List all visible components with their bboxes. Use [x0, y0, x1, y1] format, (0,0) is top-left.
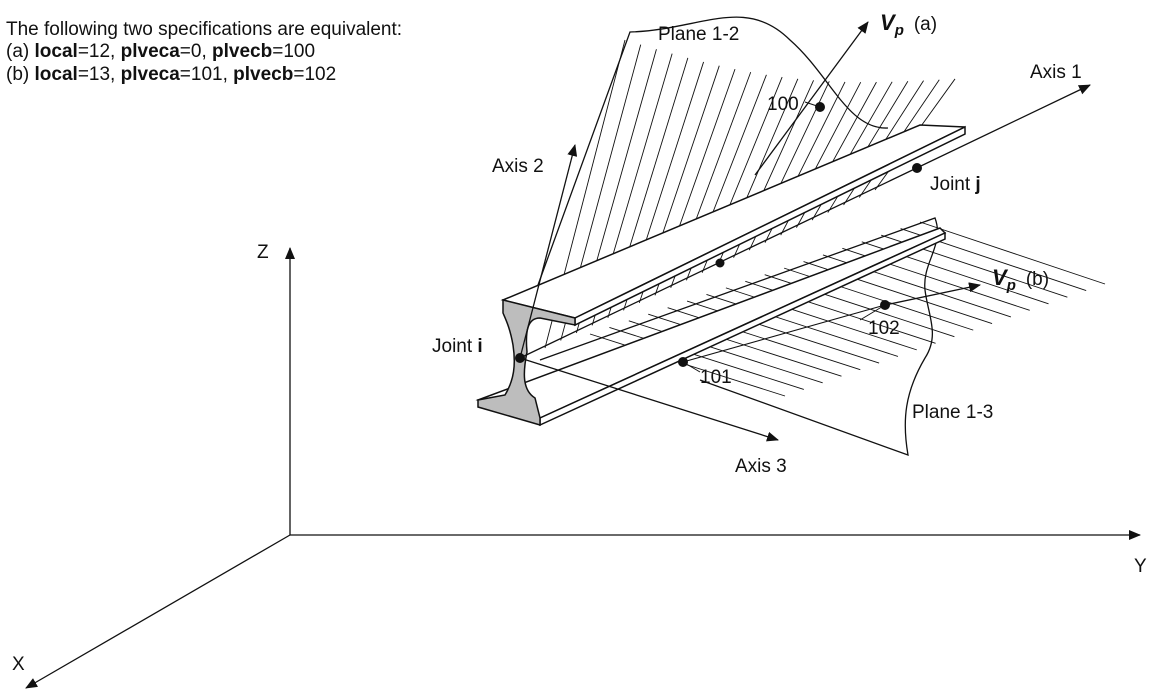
plane-1-3-hatch-line — [919, 221, 1106, 285]
joint-i-word: Joint — [432, 336, 477, 357]
axis-1-label: Axis 1 — [1030, 62, 1082, 83]
vp-b-symbol: V — [992, 265, 1009, 290]
spec-a-plveca-key: plveca — [120, 41, 180, 62]
point-102-label: 102 — [868, 318, 900, 339]
x-axis-label: X — [12, 654, 25, 675]
joint-i-point — [515, 353, 525, 363]
spec-b-local-val: =13, — [77, 64, 121, 85]
x-axis-line — [25, 534, 291, 689]
spec-a-local-key: local — [34, 41, 78, 62]
axis-3-label: Axis 3 — [735, 456, 787, 477]
vp-a-subscript: p — [894, 22, 904, 39]
joint-j-label: Joint j — [930, 174, 981, 195]
spec-a-plveca-val: =0, — [179, 41, 213, 62]
plane-1-3-hatch-line — [609, 326, 804, 390]
joint-i-letter: i — [477, 336, 482, 357]
axis-2-line — [519, 144, 578, 359]
joint-j-word: Joint — [930, 174, 975, 195]
spec-a-tag: (a) — [6, 41, 30, 62]
vp-a-label: Vp (a) — [880, 10, 937, 39]
axis-1-line — [519, 84, 1091, 359]
spec-b-plveca-key: plveca — [120, 64, 180, 85]
point-101 — [678, 357, 688, 367]
plane-1-3-outline — [539, 217, 939, 456]
spec-a-plvecb-key: plvecb — [212, 41, 273, 62]
spec-b-plvecb-val: =102 — [293, 64, 337, 85]
plane-1-2-outline — [525, 16, 889, 319]
vp-b-subscript: p — [1006, 277, 1016, 294]
vp-a-vector — [754, 21, 869, 176]
vp-b-vector — [884, 282, 981, 306]
spec-b-local-key: local — [34, 64, 78, 85]
joint-j-letter: j — [974, 174, 980, 195]
point-100 — [815, 102, 825, 112]
joint-j-point — [912, 163, 922, 173]
spec-a-plvecb-val: =100 — [272, 41, 316, 62]
point-101-label: 101 — [700, 367, 732, 388]
axis-3-line — [519, 357, 779, 442]
vector-101-to-102 — [682, 304, 886, 363]
plane-1-2-label: Plane 1-2 — [658, 24, 739, 45]
mid-point — [715, 258, 725, 268]
plane-1-3-label: Plane 1-3 — [912, 402, 993, 423]
spec-b-plveca-val: =101, — [179, 64, 234, 85]
i-beam — [475, 124, 966, 427]
spec-intro: The following two specifications are equ… — [6, 19, 403, 40]
joint-i-label: Joint i — [432, 336, 483, 357]
vp-b-tag: (b) — [1026, 269, 1049, 290]
vp-a-tag: (a) — [914, 14, 937, 35]
z-axis-label: Z — [257, 242, 269, 263]
point-102 — [880, 300, 890, 310]
spec-line-b: (b) local=13, plveca=101, plvecb=102 — [6, 63, 336, 87]
points — [515, 102, 922, 367]
spec-a-local-val: =12, — [77, 41, 121, 62]
point-100-label: 100 — [767, 94, 799, 115]
vp-a-symbol: V — [880, 10, 897, 35]
spec-b-plvecb-key: plvecb — [233, 64, 294, 85]
spec-line-a: (a) local=12, plveca=0, plvecb=100 — [6, 40, 315, 64]
vp-b-label: Vp (b) — [992, 265, 1049, 294]
y-axis-label: Y — [1134, 556, 1147, 577]
axis-2-label: Axis 2 — [492, 156, 544, 177]
spec-b-tag: (b) — [6, 64, 30, 85]
